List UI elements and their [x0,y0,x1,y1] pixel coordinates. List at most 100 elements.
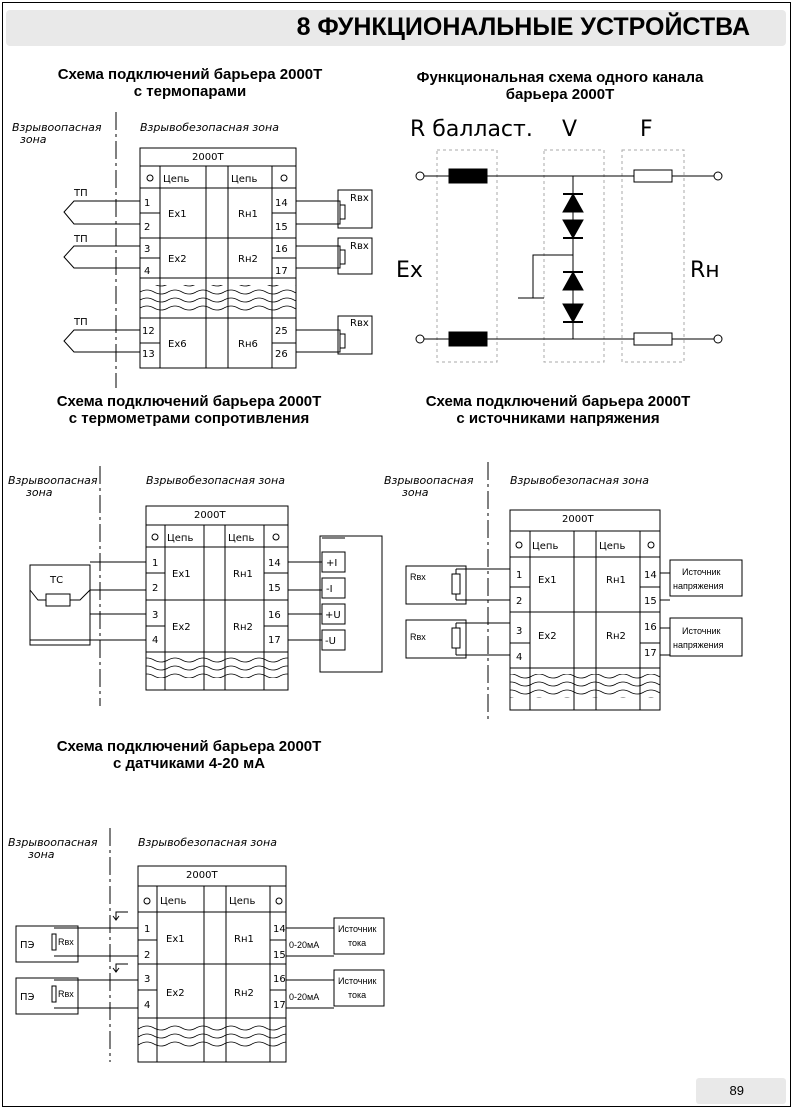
channel-label: Ex2 [168,254,187,265]
circuit-header: Цепь [532,541,558,552]
diagram-thermocouples: Взрывоопасная зона Взрывобезопасная зона… [12,112,373,388]
terminal-label: 14 [644,570,657,581]
source-label: напряжения [673,581,724,591]
circuit-header: Цепь [229,896,255,907]
safe-zone-label: Взрывобезопасная зона [140,121,279,134]
terminal-label: 1 [144,198,150,209]
rvx-label: Rвх [350,193,369,204]
caption-line: Функциональная схема одного канала [416,69,704,86]
terminal-label: 13 [142,349,155,360]
diagram-current-sensors: Взрывоопасная зона Взрывобезопасная зона… [8,828,385,1063]
caption-line: Схема подключений барьера 2000Т [425,393,691,410]
input-label: -I [326,584,333,595]
caption-line: с датчиками 4-20 мА [112,755,266,772]
input-label: +I [326,558,337,569]
diagram-4-caption: Схема подключений барьера 2000Т с источн… [388,393,728,427]
terminal-label: 4 [144,266,150,277]
circuit-header: Цепь [167,533,193,544]
device-label: 2000Т [192,152,224,163]
source-label: Источник [682,626,720,636]
caption-line: с термометрами сопротивления [68,410,310,427]
barrier-block [509,509,661,711]
rn-label: Rн [690,258,720,283]
rvx-label: Rвх [410,572,426,582]
source-label: Источник [338,924,376,934]
safe-zone-label: Взрывобезопасная зона [146,474,285,487]
safe-zone-label: Взрывобезопасная зона [510,474,649,487]
diagram-rtd: Взрывоопасная зона Взрывобезопасная зона… [8,466,383,706]
diagram-5-caption: Схема подключений барьера 2000Т с датчик… [16,738,362,772]
terminal-label: 3 [152,610,158,621]
diagram-3-caption: Схема подключений барьера 2000Т с термом… [16,393,362,427]
channel-label: Rн2 [238,254,258,265]
terminal-label: 17 [268,635,281,646]
terminal-label: 4 [144,1000,150,1011]
caption-line: барьера 2000Т [505,86,615,103]
barrier-block [145,505,289,691]
channel-label: Ex2 [538,631,557,642]
page-number-box: 89 [696,1078,786,1104]
terminal-label: 16 [275,244,288,255]
terminal-label: 25 [275,326,288,337]
terminal-label: 3 [516,626,522,637]
f-label: F [640,117,653,142]
hazard-zone-label: зона [28,848,55,861]
source-label: тока [348,938,366,948]
terminal-label: 4 [152,635,158,646]
rvx-label: Rвх [58,937,74,947]
terminal-label: 17 [273,1000,286,1011]
hazard-zone-label: зона [402,486,429,499]
channel-label: Rн2 [234,988,254,999]
page-number: 89 [729,1083,744,1098]
hazard-zone-label: Взрывоопасная [384,474,474,487]
terminal-label: 1 [516,570,522,581]
channel-label: Ex2 [172,622,191,633]
terminal-label: 17 [275,266,288,277]
diagram-1-caption: Схема подключений барьера 2000Т с термоп… [20,66,360,100]
terminal-label: 15 [644,596,657,607]
channel-label: Ex1 [168,209,187,220]
terminal-label: 2 [144,222,150,233]
terminal-label: 17 [644,648,657,659]
terminal-label: 3 [144,974,150,985]
caption-line: Схема подключений барьера 2000Т [56,738,322,755]
source-label: Источник [338,976,376,986]
channel-label: Rн1 [606,575,626,586]
page-title: 8 ФУНКЦИОНАЛЬНЫЕ УСТРОЙСТВА [296,13,750,41]
channel-label: Ex1 [166,934,185,945]
diagram-voltage-sources: Взрывоопасная зона Взрывобезопасная зона… [384,462,743,722]
terminal-label: 2 [152,583,158,594]
caption-line: с источниками напряжения [456,410,660,427]
hazard-zone-label: зона [26,486,53,499]
range-label: 0-20мА [289,940,319,950]
terminal-label: 16 [644,622,657,633]
terminal-label: 14 [273,924,286,935]
r-ballast-label: R балласт. [410,117,533,142]
circuit-header: Цепь [160,896,186,907]
v-label: V [562,117,577,142]
terminal-label: 14 [268,558,281,569]
input-label: +U [325,610,341,621]
terminal-label: 4 [516,652,522,663]
hazard-zone-label: Взрывоопасная [12,121,102,134]
device-label: 2000Т [562,514,594,525]
circuit-header: Цепь [599,541,625,552]
circuit-header: Цепь [163,174,189,185]
diagram-2-caption: Функциональная схема одного канала барье… [380,69,740,103]
rvx-label: Rвх [350,241,369,252]
thermocouple-label: ТП [73,188,88,199]
sensor-label: ПЭ [20,940,35,951]
terminal-label: 2 [144,950,150,961]
channel-label: Rн1 [233,569,253,580]
channel-label: Ex1 [538,575,557,586]
channel-label: Rн6 [238,339,258,350]
terminal-label: 15 [268,583,281,594]
input-label: -U [325,636,336,647]
thermocouple-label: ТП [73,317,88,328]
circuit-header: Цепь [228,533,254,544]
channel-label: Rн1 [238,209,258,220]
caption-line: Схема подключений барьера 2000Т [57,66,323,83]
source-label: тока [348,990,366,1000]
hazard-zone-label: зона [20,133,47,146]
